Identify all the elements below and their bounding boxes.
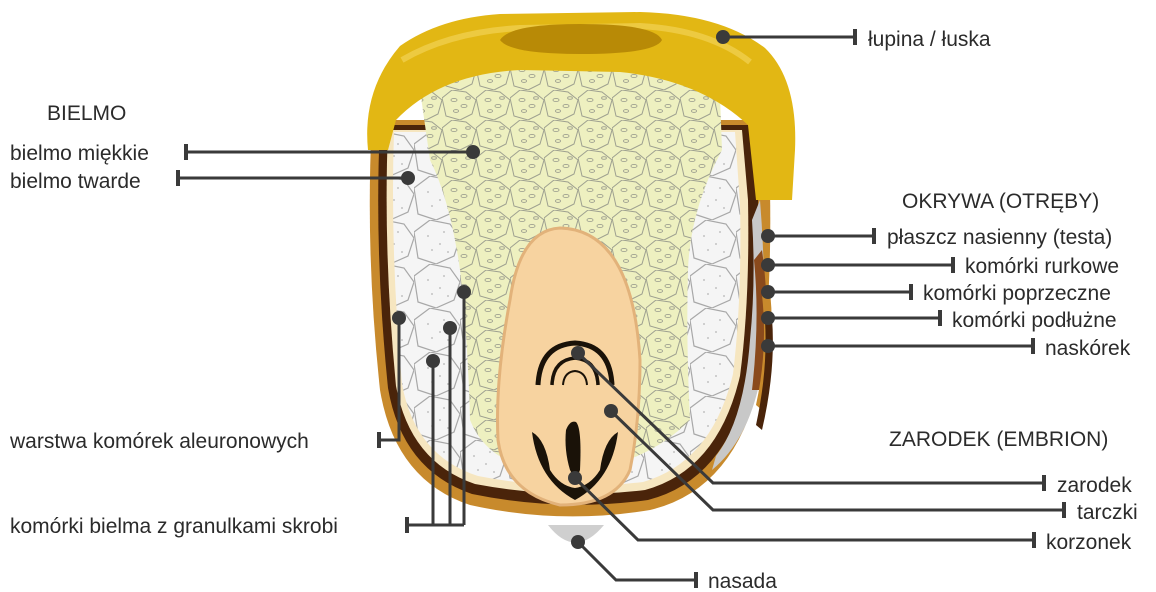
label-group-aleurone: warstwa komórek aleuronowych [9,311,406,453]
label-group-longitudinal-cells: komórki podłużne [761,309,1117,332]
label-group-cross-cells: komórki poprzeczne [761,282,1111,305]
label-germ: zarodek [1057,474,1132,497]
label-hard-endosperm: bielmo twarde [10,170,141,193]
header-bran: OKRYWA (OTRĘBY) [902,190,1099,213]
header-endosperm: BIELMO [47,102,126,125]
header-embryo: ZARODEK (EMBRION) [889,428,1108,451]
label-scutellum: tarczki [1077,501,1138,524]
label-epidermis: naskórek [1045,337,1131,360]
pericarp-groove [500,24,662,54]
label-aleurone: warstwa komórek aleuronowych [9,430,309,453]
label-radicle: korzonek [1046,531,1132,554]
label-starch-cells: komórki bielma z granulkami skrobi [10,515,338,538]
label-group-hard-endosperm: bielmo twarde [10,170,415,193]
label-tube-cells: komórki rurkowe [965,255,1119,278]
label-tip-cap: nasada [708,570,777,592]
label-pericarp: łupina / łuska [868,28,991,51]
label-group-seed-coat: płaszcz nasienny (testa) [761,226,1112,249]
label-group-epidermis: naskórek [761,337,1131,360]
label-cross-cells: komórki poprzeczne [923,282,1111,305]
label-soft-endosperm: bielmo miękkie [10,142,149,165]
label-group-tip-cap: nasada [571,535,777,592]
label-seed-coat: płaszcz nasienny (testa) [887,226,1112,249]
label-longitudinal-cells: komórki podłużne [952,309,1117,332]
kernel-body [367,12,795,543]
label-group-tube-cells: komórki rurkowe [761,255,1119,278]
